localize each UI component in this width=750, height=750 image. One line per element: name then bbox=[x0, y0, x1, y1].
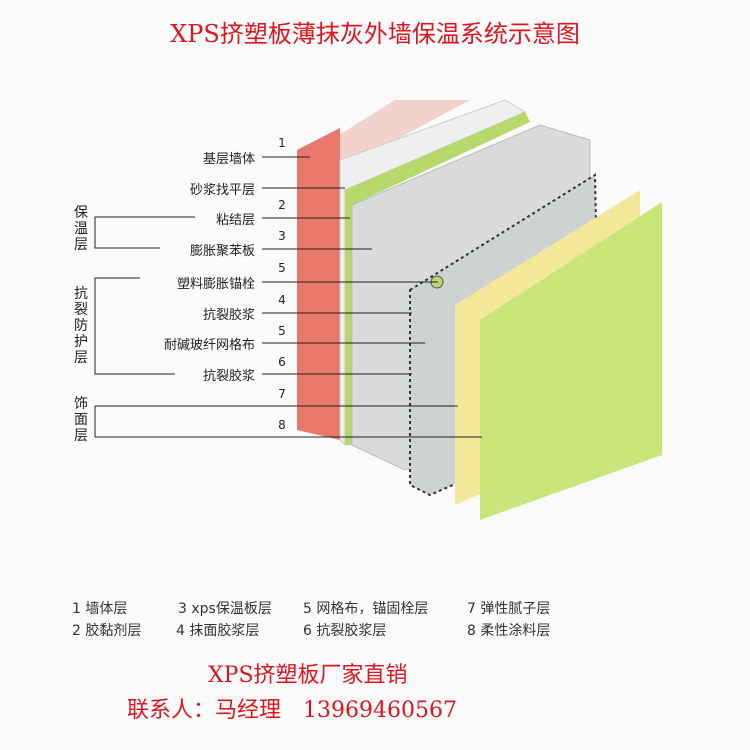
num-5a: 5 bbox=[278, 261, 286, 275]
num-1: 1 bbox=[278, 136, 286, 150]
label-mortar-leveling: 砂浆找平层 bbox=[189, 183, 255, 198]
leader-lines bbox=[94, 156, 482, 438]
num-5b: 5 bbox=[278, 324, 286, 338]
legend-item: 6 抗裂胶浆层 bbox=[303, 623, 387, 639]
legend-item: 8 柔性涂料层 bbox=[467, 623, 551, 639]
footer-contact: 联系人：马经理 13969460567 bbox=[127, 698, 457, 723]
legend-item: 1 墙体层 bbox=[72, 601, 128, 617]
legend-item: 5 网格布，锚固栓层 bbox=[303, 601, 429, 617]
label-base-wall: 基层墙体 bbox=[202, 152, 255, 167]
label-adhesive: 粘结层 bbox=[215, 213, 255, 228]
num-6: 6 bbox=[278, 355, 286, 369]
group-crack-protection: 抗裂防护层 bbox=[74, 286, 88, 366]
wall-layer bbox=[297, 128, 340, 440]
footer-promo: XPS挤塑板厂家直销 bbox=[208, 663, 408, 688]
wall-top bbox=[315, 100, 470, 170]
label-mesh: 耐碱玻纤网格布 bbox=[163, 338, 255, 353]
label-crack-mortar-2: 抗裂胶浆 bbox=[202, 369, 255, 384]
label-anchor: 塑料膨胀锚栓 bbox=[176, 277, 255, 292]
legend-item: 2 胶黏剂层 bbox=[72, 623, 142, 639]
page-title: XPS挤塑板薄抹灰外墙保温系统示意图 bbox=[170, 20, 580, 48]
legend-item: 4 抹面胶浆层 bbox=[176, 623, 260, 639]
num-4: 4 bbox=[278, 293, 286, 307]
legend-item: 7 弹性腻子层 bbox=[467, 601, 551, 617]
label-eps-board: 膨胀聚苯板 bbox=[189, 244, 255, 259]
num-2: 2 bbox=[278, 198, 286, 212]
num-3: 3 bbox=[278, 229, 286, 243]
green-coating-layer bbox=[480, 202, 662, 520]
group-insulation: 保温层 bbox=[74, 205, 88, 253]
num-7: 7 bbox=[278, 387, 286, 401]
label-crack-mortar-1: 抗裂胶浆 bbox=[202, 308, 255, 323]
group-finish: 饰面层 bbox=[74, 396, 88, 444]
legend-item: 3 xps保温板层 bbox=[178, 601, 272, 617]
num-8: 8 bbox=[278, 418, 286, 432]
